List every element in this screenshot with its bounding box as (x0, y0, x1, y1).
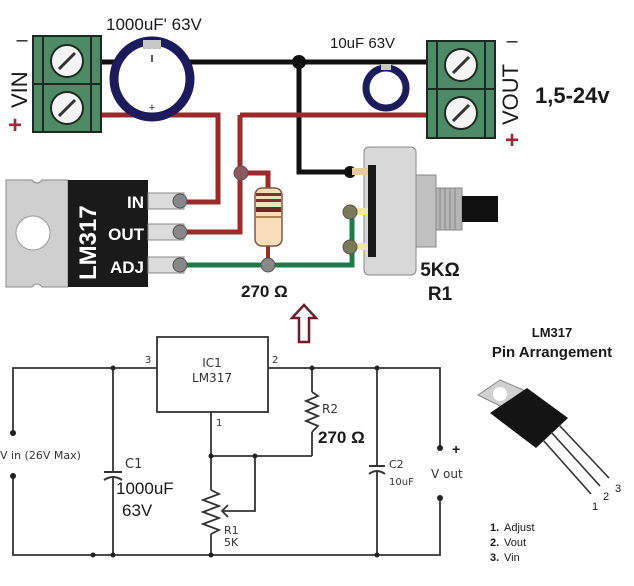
r2-value: 270 Ω (318, 428, 365, 447)
vout-minus-sign: – (506, 30, 518, 52)
vin-plus-sign: + (8, 112, 22, 139)
legend-num: 2. (490, 537, 499, 549)
r1-symbol (200, 489, 222, 535)
resistor-label: 270 Ω (241, 282, 288, 301)
ic-pin1: 1 (216, 418, 222, 429)
pot-ref-label: R1 (428, 284, 453, 305)
c1-ref: C1 (125, 457, 142, 472)
vout-terminal-block[interactable] (426, 40, 496, 139)
pin-label-adj: ADJ (110, 258, 144, 277)
to220-package-icon (477, 379, 610, 495)
vin-label: V in (26V Max) (0, 449, 81, 462)
resistor-270 (254, 187, 283, 273)
regulator-name: LM317 (75, 205, 102, 280)
r2-ref: R2 (322, 402, 338, 416)
legend-num: 1. (490, 522, 499, 534)
pin-label-out: OUT (108, 225, 145, 244)
lm317-package (5, 179, 188, 288)
vout-plus-sign: + (505, 127, 519, 154)
pin-legend: 1. Adjust 2. Vout 3. Vin (490, 522, 535, 564)
c2-value: 10uF (389, 477, 414, 488)
r1-ref: R1 (224, 524, 239, 537)
up-arrow-icon (289, 303, 319, 344)
wiper-arrow-icon (220, 504, 229, 518)
leg-num-2: 2 (603, 491, 609, 503)
ic-pin2: 2 (272, 355, 278, 366)
vin-minus-sign: – (16, 29, 28, 51)
svg-text:+: + (149, 102, 155, 114)
c1-voltage: 63V (122, 501, 153, 520)
pin-label-in: IN (127, 193, 144, 212)
svg-text:.: . (385, 99, 387, 108)
legend-num: 3. (490, 552, 499, 564)
ic-pin3: 3 (145, 355, 151, 366)
vin-terminal-block[interactable] (32, 35, 102, 133)
legend-text: Vin (504, 552, 520, 564)
leg-num-1: 1 (592, 501, 598, 513)
c1-label: 1000uF' 63V (106, 15, 203, 34)
schematic-junctions (10, 365, 443, 558)
output-range-label: 1,5-24v (535, 83, 610, 108)
r1-value: 5K (224, 536, 239, 549)
capacitor-c2: . (362, 64, 410, 112)
schematic-wires (12, 367, 441, 556)
pinout-title: Pin Arrangement (492, 344, 612, 361)
vout-label: V out (431, 467, 463, 481)
potentiometer-r1[interactable] (342, 146, 498, 276)
ic-ref: IC1 (202, 356, 222, 370)
legend-text: Adjust (504, 522, 535, 534)
junction-node (292, 55, 306, 69)
c1-symbol (103, 471, 123, 481)
junction-node (233, 165, 249, 181)
pinout-title-part: LM317 (532, 325, 572, 340)
vout-label: VOUT (498, 64, 523, 125)
c2-symbol (368, 465, 386, 475)
ic-name: LM317 (192, 371, 232, 385)
vin-label: VIN (7, 71, 32, 108)
leg-num-3: 3 (615, 483, 621, 495)
capacitor-c1: + (109, 36, 195, 122)
vout-plus: + (452, 441, 460, 457)
c2-ref: C2 (389, 458, 404, 471)
ic1-box (156, 336, 269, 413)
legend-text: Vout (504, 537, 526, 549)
c2-label: 10uF 63V (330, 35, 395, 52)
pot-value-label: 5KΩ (420, 260, 460, 281)
c1-value: 1000uF (116, 479, 174, 498)
r2-symbol (303, 391, 321, 433)
